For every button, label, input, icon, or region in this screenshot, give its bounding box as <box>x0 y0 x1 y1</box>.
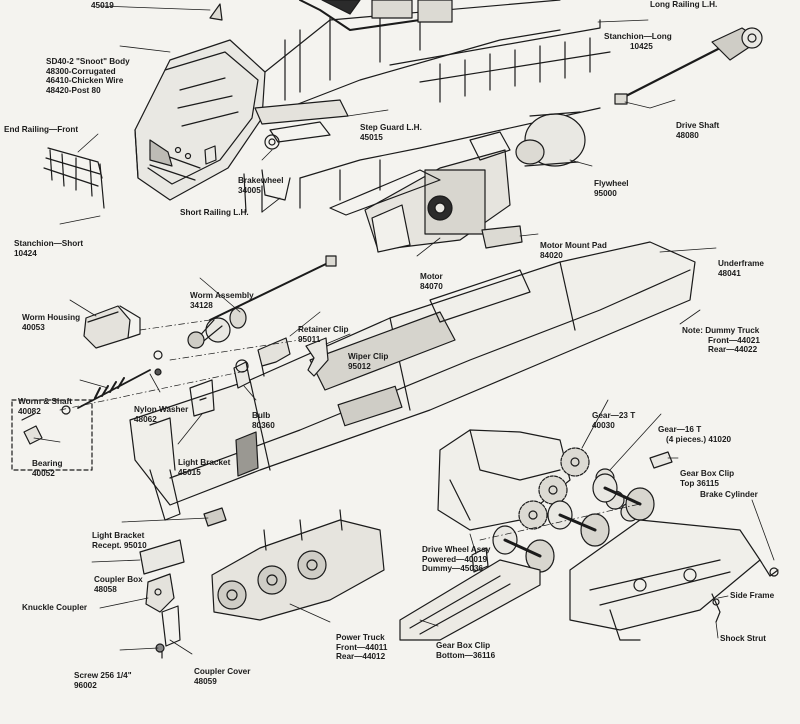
worm-assembly <box>187 255 337 349</box>
alignment-lines <box>59 319 641 541</box>
step-guard <box>243 99 349 213</box>
bulb <box>233 359 251 389</box>
retainer-clip <box>257 337 291 377</box>
label-knuckle-coupler: Knuckle Coupler <box>22 603 88 612</box>
worm-housing <box>83 305 141 349</box>
light-bracket-recept <box>203 507 227 527</box>
knuckle-coupler <box>145 573 175 613</box>
flywheel <box>515 111 586 167</box>
gears-23t <box>518 447 590 530</box>
label-shock-strut: Shock Strut <box>720 634 766 643</box>
underframe <box>129 241 696 521</box>
worm-shaft <box>61 350 163 415</box>
locomotive-body <box>134 0 561 201</box>
coupler-box <box>139 539 185 575</box>
drive-shaft <box>614 27 763 105</box>
motor <box>329 131 523 253</box>
shock-strut <box>711 593 721 623</box>
bearing <box>11 399 93 471</box>
label-side-frame: Side Frame <box>730 591 775 600</box>
side-frame <box>569 519 761 641</box>
label-short-railing-lh: Short Railing L.H. <box>180 208 249 217</box>
long-railing <box>209 3 611 209</box>
label-step-guard-lh: Step Guard L.H.45015 <box>360 123 422 142</box>
brake-cylinder <box>759 559 779 577</box>
wiper-clip <box>305 337 329 377</box>
drive-wheel-assy <box>471 473 655 573</box>
gear-box-clip-bottom <box>399 559 541 641</box>
power-truck <box>211 509 385 621</box>
label-gear-16t: Gear—16 T(4 pieces.) 41020 <box>658 425 732 444</box>
label-top-part-number: 45019 <box>91 1 114 10</box>
label-end-railing-front: End Railing—Front <box>4 125 79 134</box>
label-screw: Screw 256 1/4"96002 <box>74 671 132 690</box>
label-long-railing-lh: Long Railing L.H. <box>650 0 718 9</box>
coupler-cover <box>155 605 181 659</box>
leader-lines <box>33 5 775 655</box>
label-brake-cylinder: Brake Cylinder <box>700 490 758 499</box>
end-railing-front <box>43 147 105 209</box>
light-bracket <box>189 379 215 417</box>
gear-box-clip-top <box>649 451 673 469</box>
